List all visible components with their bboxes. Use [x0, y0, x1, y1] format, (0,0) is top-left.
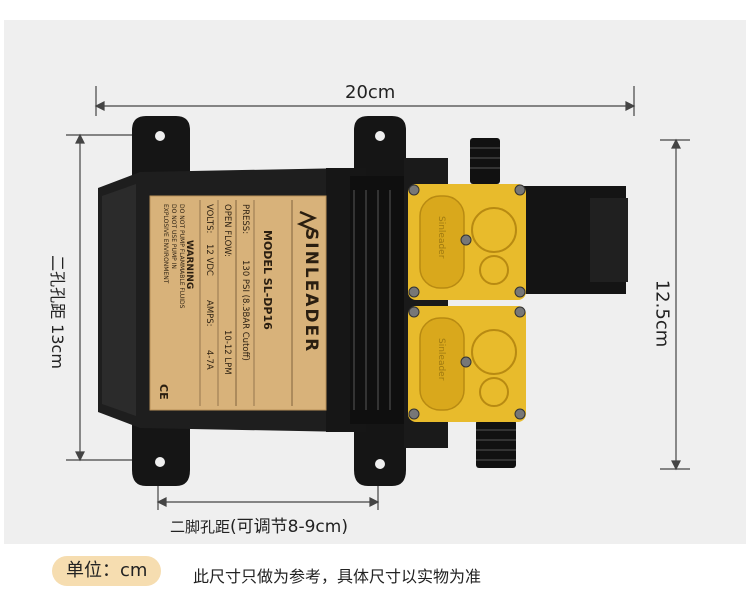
label-model: MODEL SL-DP16 [261, 230, 274, 330]
label-brand: SINLEADER [301, 228, 321, 353]
label-warning-line-1: DO NOT PUMP FLAMMABLE FLUIDS [178, 204, 185, 309]
brand-logo-icon [296, 210, 318, 232]
label-press-value: 130 PSI (8.3BAR Cutoff) [240, 260, 250, 361]
label-amps: AMPS: [204, 300, 214, 327]
label-amps-value: 4-7A [204, 350, 214, 370]
label-warning-line-3: EXPLOSIVE ENVIRONMENT [162, 204, 169, 284]
pump-head-lower-brand: Sinleader [436, 338, 446, 381]
pump-head-lower [408, 306, 526, 422]
foot-spacing-dimension-line [156, 470, 380, 510]
label-warning-title: WARNING [184, 240, 194, 289]
mounting-foot-top-left [132, 116, 190, 180]
mounting-foot-bottom-left [132, 420, 190, 486]
height-dimension-line [660, 138, 690, 471]
pump-head-upper [408, 184, 526, 300]
label-warning-line-2: DO NOT USE PUMP IN [170, 204, 177, 269]
label-volts: VOLTS: [204, 204, 214, 233]
height-label: 12.5cm [651, 279, 673, 348]
mounting-foot-bottom-right [354, 420, 406, 486]
label-volts-value: 12 VDC [204, 244, 214, 276]
width-label: 20cm [345, 82, 396, 103]
width-dimension-line [94, 86, 636, 116]
ce-mark: CE [157, 384, 170, 400]
reference-note: 此尺寸只做为参考，具体尺寸以实物为准 [193, 567, 482, 586]
product-label [149, 195, 327, 411]
unit-badge: 单位：cm [52, 556, 162, 586]
inlet-fitting [470, 138, 500, 184]
label-open-flow: OPEN FLOW: [222, 204, 232, 257]
outlet-fitting [476, 420, 516, 468]
foot-spacing-label-suffix: (可调节8-9cm) [230, 517, 348, 537]
pump-head-upper-brand: Sinleader [436, 216, 446, 259]
label-open-flow-value: 10-12 LPM [222, 330, 232, 375]
label-press: PRESS: [240, 204, 250, 234]
hole-spacing-label: 二孔孔距 13cm [48, 255, 67, 369]
foot-spacing-label: 二脚孔距(可调节8-9cm) [170, 512, 348, 537]
mounting-foot-top-right [354, 116, 406, 180]
foot-spacing-label-prefix: 二脚孔距 [170, 518, 231, 536]
